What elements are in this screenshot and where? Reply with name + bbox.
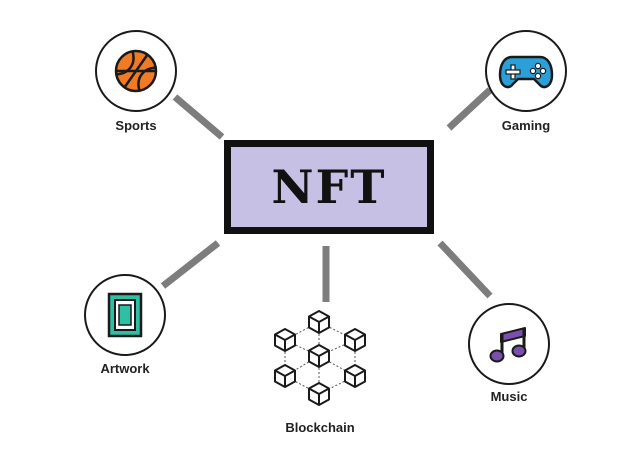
nft-title: NFT bbox=[271, 160, 387, 214]
sports-node bbox=[95, 30, 177, 112]
connector-gaming bbox=[446, 87, 493, 131]
cube-right-upper bbox=[344, 328, 366, 352]
gamepad-icon bbox=[498, 55, 554, 89]
cube-left-upper bbox=[274, 328, 296, 352]
cube-center bbox=[308, 344, 330, 368]
cube-network-icon bbox=[274, 310, 366, 406]
basketball-icon bbox=[114, 49, 158, 93]
cube-left-lower bbox=[274, 364, 296, 388]
nft-center-box: NFT bbox=[224, 140, 434, 234]
cube-right-lower bbox=[344, 364, 366, 388]
connector-music bbox=[437, 240, 493, 299]
music-note-icon bbox=[489, 327, 527, 363]
artwork-node bbox=[84, 274, 166, 356]
connector-artwork bbox=[160, 240, 221, 289]
gaming-label: Gaming bbox=[501, 118, 551, 133]
music-label: Music bbox=[490, 389, 528, 404]
gaming-node bbox=[485, 30, 567, 112]
artwork-label: Artwork bbox=[100, 361, 150, 376]
cube-top bbox=[308, 310, 330, 334]
cube-bottom bbox=[308, 382, 330, 406]
framed-picture-icon bbox=[107, 292, 143, 338]
connector-sports bbox=[172, 94, 225, 140]
blockchain-label: Blockchain bbox=[285, 420, 355, 435]
music-node bbox=[468, 303, 550, 385]
sports-label: Sports bbox=[115, 118, 157, 133]
